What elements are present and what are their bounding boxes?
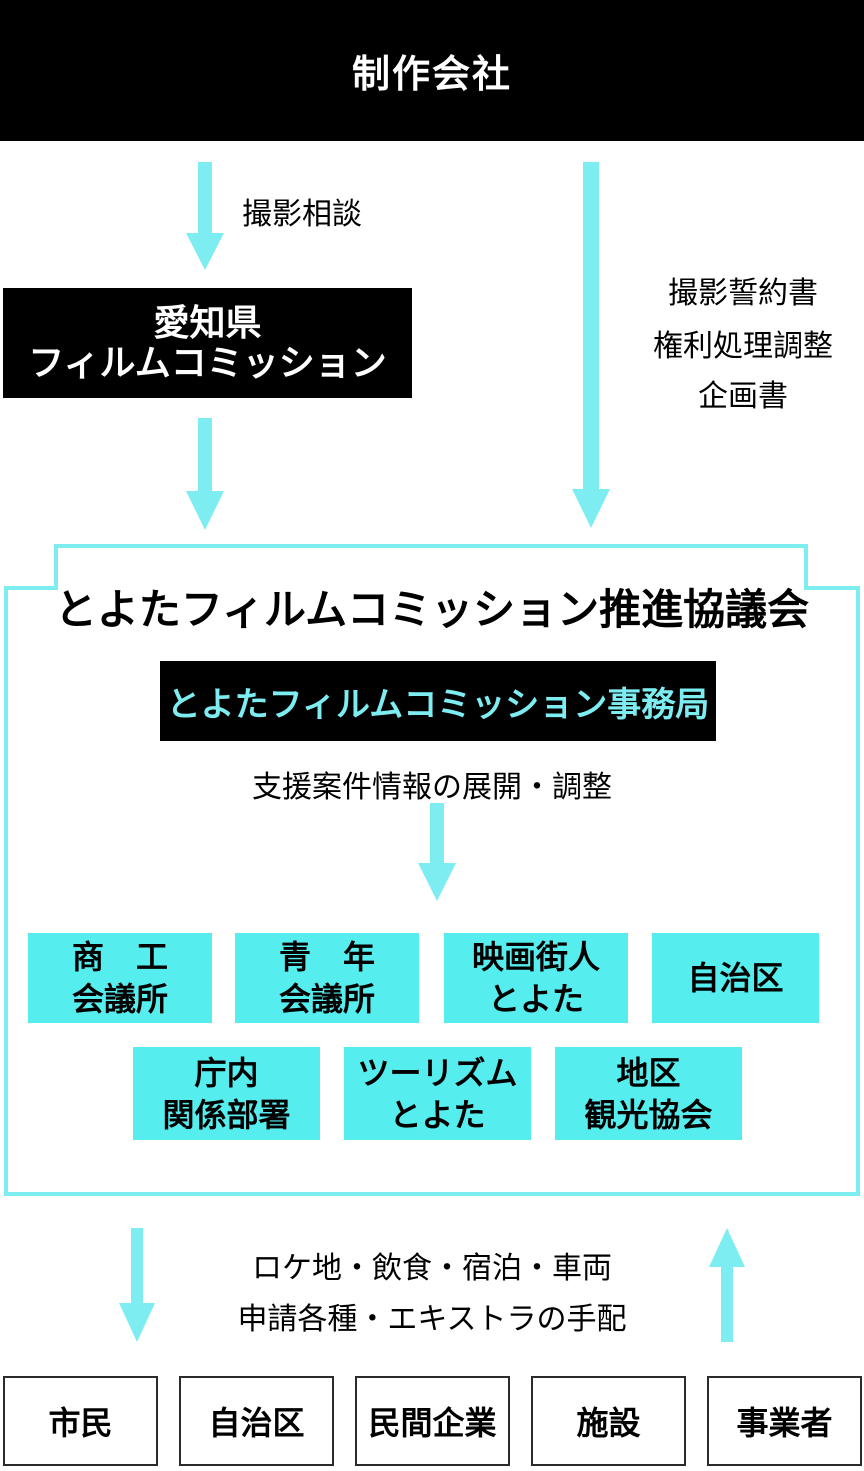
aichi-film-commission-box: 愛知県 フィルムコミッション (3, 288, 412, 398)
consult-label: 撮影相談 (242, 198, 362, 231)
aichi-box-line2: フィルムコミッション (28, 342, 387, 383)
entity-box-citizens: 市民 (3, 1376, 158, 1466)
entity-box-private-companies: 民間企業 (355, 1376, 510, 1466)
member-box-city-departments: 庁内 関係部署 (133, 1047, 320, 1140)
member-box-chamber-of-commerce: 商 工 会議所 (28, 933, 212, 1023)
entity-label: 市民 (48, 1405, 113, 1441)
doc-label-rights: 権利処理調整 (653, 330, 833, 363)
council-subtitle: 支援案件情報の展開・調整 (252, 771, 612, 804)
member-box-tourism-toyota: ツーリズム とよた (344, 1047, 531, 1140)
member-box-line: 庁内 (194, 1054, 259, 1091)
member-box-line: 地区 (616, 1054, 681, 1091)
member-box-line: とよた (389, 1096, 486, 1133)
member-box-line: 青 年 (278, 939, 375, 975)
member-box-junior-chamber: 青 年 会議所 (235, 933, 419, 1023)
production-company-box: 制作会社 (0, 0, 864, 141)
council-title: とよたフィルムコミッション推進協議会 (54, 586, 810, 633)
exchange-label-line2: 申請各種・エキストラの手配 (237, 1303, 627, 1336)
arrow-down-aichi-to-council-icon (186, 418, 224, 530)
entity-label: 自治区 (208, 1405, 305, 1441)
entity-box-facilities: 施設 (531, 1376, 686, 1466)
doc-label-proposal: 企画書 (698, 380, 788, 413)
entity-label: 施設 (576, 1405, 641, 1441)
entity-label: 事業者 (736, 1405, 833, 1441)
entity-box-business-operators: 事業者 (707, 1376, 862, 1466)
member-box-line: 映画街人 (471, 939, 600, 975)
member-box-eiga-machibito-toyota: 映画街人 とよた (444, 933, 628, 1023)
doc-label-pledge: 撮影誓約書 (668, 277, 818, 310)
aichi-box-line1: 愛知県 (153, 302, 262, 343)
member-box-district-tourism-assoc: 地区 観光協会 (555, 1047, 742, 1140)
member-box-line: 観光協会 (584, 1096, 713, 1133)
council-office-box: とよたフィルムコミッション事務局 (160, 661, 716, 741)
entity-label: 民間企業 (368, 1405, 497, 1441)
arrow-down-documents-icon (572, 162, 610, 528)
member-box-jichiku: 自治区 (652, 933, 819, 1023)
member-box-line: ツーリズム (357, 1054, 518, 1091)
entity-box-jichiku: 自治区 (179, 1376, 334, 1466)
member-box-line: 会議所 (278, 981, 375, 1017)
member-box-line: 商 工 (71, 939, 168, 975)
council-office-label: とよたフィルムコミッション事務局 (166, 685, 710, 724)
member-box-line: 会議所 (71, 981, 168, 1017)
arrow-down-office-to-members-icon (418, 803, 456, 901)
member-box-line: とよた (487, 981, 584, 1017)
member-box-line: 関係部署 (162, 1096, 291, 1133)
exchange-label-line1: ロケ地・飲食・宿泊・車両 (252, 1252, 612, 1285)
production-company-label: 制作会社 (351, 54, 512, 96)
member-box-line: 自治区 (687, 960, 784, 996)
arrow-down-consult-icon (186, 162, 224, 270)
